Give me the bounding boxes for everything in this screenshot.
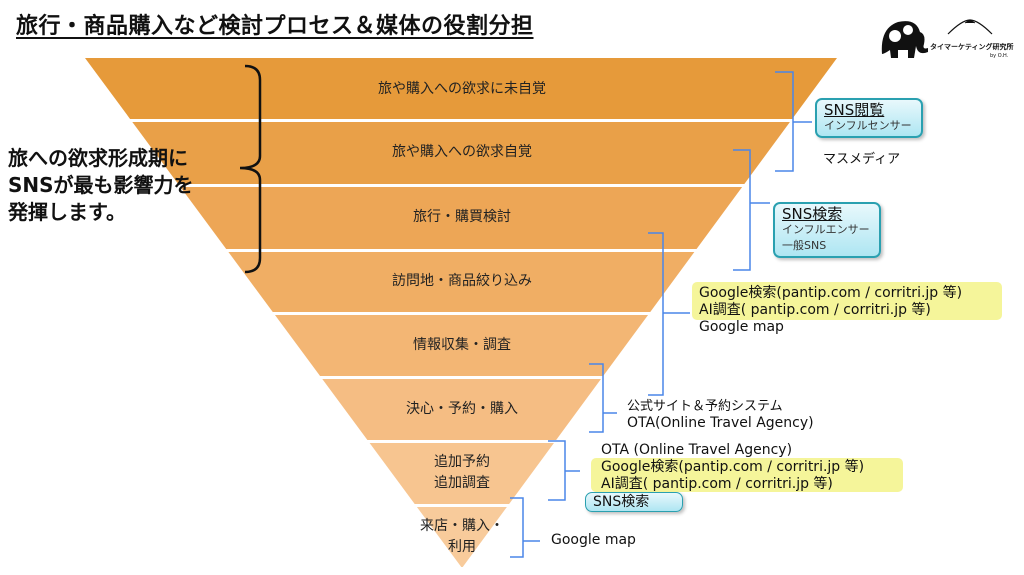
side-note-line: 旅への欲求形成期に (8, 146, 188, 170)
additional-sns-box: SNS検索 (585, 492, 683, 512)
visit-map: Google map (551, 532, 636, 548)
sns-search-sub: 一般SNS (782, 239, 827, 252)
funnel-label-line: 情報収集・調査 (413, 336, 511, 353)
logo: タイマーケティング研究所 by O.H. (878, 14, 1014, 62)
bracket-research (648, 232, 690, 396)
elephant-logo-icon (881, 19, 993, 58)
funnel-label-line: 旅や購入への欲求に未自覚 (378, 80, 546, 97)
funnel-layer (85, 122, 837, 184)
funnel-layer-label: 情報収集・調査 (413, 335, 511, 356)
left-brace (239, 64, 262, 274)
mass-media-label: マスメディア (823, 152, 901, 167)
logo-sub: by O.H. (990, 53, 1009, 59)
funnel-label-line: 来店・購入・ (420, 517, 504, 534)
funnel-label-line: 利用 (448, 538, 476, 555)
funnel-label-line: 追加予約 (434, 454, 490, 470)
funnel-layer-label: 来店・購入・利用 (420, 516, 504, 558)
additional-ai: AI調査( pantip.com / corritri.jp 等) (601, 476, 833, 492)
bracket-sns-search (733, 149, 770, 271)
sns-view-sub: インフルセンサー (824, 119, 912, 132)
funnel-layer (85, 58, 837, 119)
sns-view-title: SNS閲覧 (824, 101, 885, 119)
funnel-layer-label: 追加予約追加調査 (434, 452, 490, 494)
page-title: 旅行・商品購入など検討プロセス＆媒体の役割分担 (16, 14, 534, 39)
funnel-label-line: 訪問地・商品絞り込み (392, 273, 532, 289)
side-note: 旅への欲求形成期に SNSが最も影響力を 発揮します。 (8, 145, 194, 226)
research-ai: AI調査( pantip.com / corritri.jp 等) (699, 302, 931, 318)
additional-highlight (591, 458, 903, 492)
logo-text: タイマーケティング研究所 (930, 43, 1014, 51)
sns-search-box: SNS検索 インフルエンサー 一般SNS (773, 202, 881, 258)
funnel-layer-label: 決心・予約・購入 (406, 399, 518, 420)
additional-google: Google検索(pantip.com / corritri.jp 等) (601, 459, 865, 475)
funnel-layer-label: 旅や購入への欲求に未自覚 (378, 79, 546, 100)
funnel-label-line: 追加調査 (434, 475, 490, 491)
bracket-lines (510, 71, 812, 558)
booking-official: 公式サイト＆予約システム (627, 399, 783, 414)
side-note-line: 発揮します。 (8, 200, 126, 224)
bracket-visit (510, 497, 540, 558)
bracket-booking (589, 363, 617, 433)
additional-ota: OTA (Online Travel Agency) (601, 442, 793, 458)
research-google: Google検索(pantip.com / corritri.jp 等) (699, 285, 963, 301)
additional-sns-label: SNS検索 (593, 494, 650, 510)
sns-search-title: SNS検索 (782, 205, 843, 223)
funnel-layer-label: 旅行・購買検討 (413, 207, 511, 228)
funnel-layer-label: 訪問地・商品絞り込み (392, 271, 532, 292)
funnel-label-line: 旅行・購買検討 (413, 209, 511, 225)
funnel-layer (85, 315, 837, 376)
funnel-layer (85, 507, 837, 567)
sns-view-box: SNS閲覧 インフルセンサー (815, 98, 923, 138)
bracket-sns-view (775, 71, 812, 172)
research-highlight (692, 282, 1002, 320)
bracket-additional (548, 440, 580, 501)
research-map: Google map (699, 319, 784, 335)
funnel-layer-label: 旅や購入への欲求自覚 (392, 142, 532, 163)
funnel-label-line: 決心・予約・購入 (406, 400, 518, 417)
sns-search-sub: インフルエンサー (782, 223, 870, 236)
funnel-label-line: 旅や購入への欲求自覚 (392, 144, 532, 160)
side-note-line: SNSが最も影響力を (8, 173, 194, 197)
booking-ota: OTA(Online Travel Agency) (627, 415, 814, 431)
